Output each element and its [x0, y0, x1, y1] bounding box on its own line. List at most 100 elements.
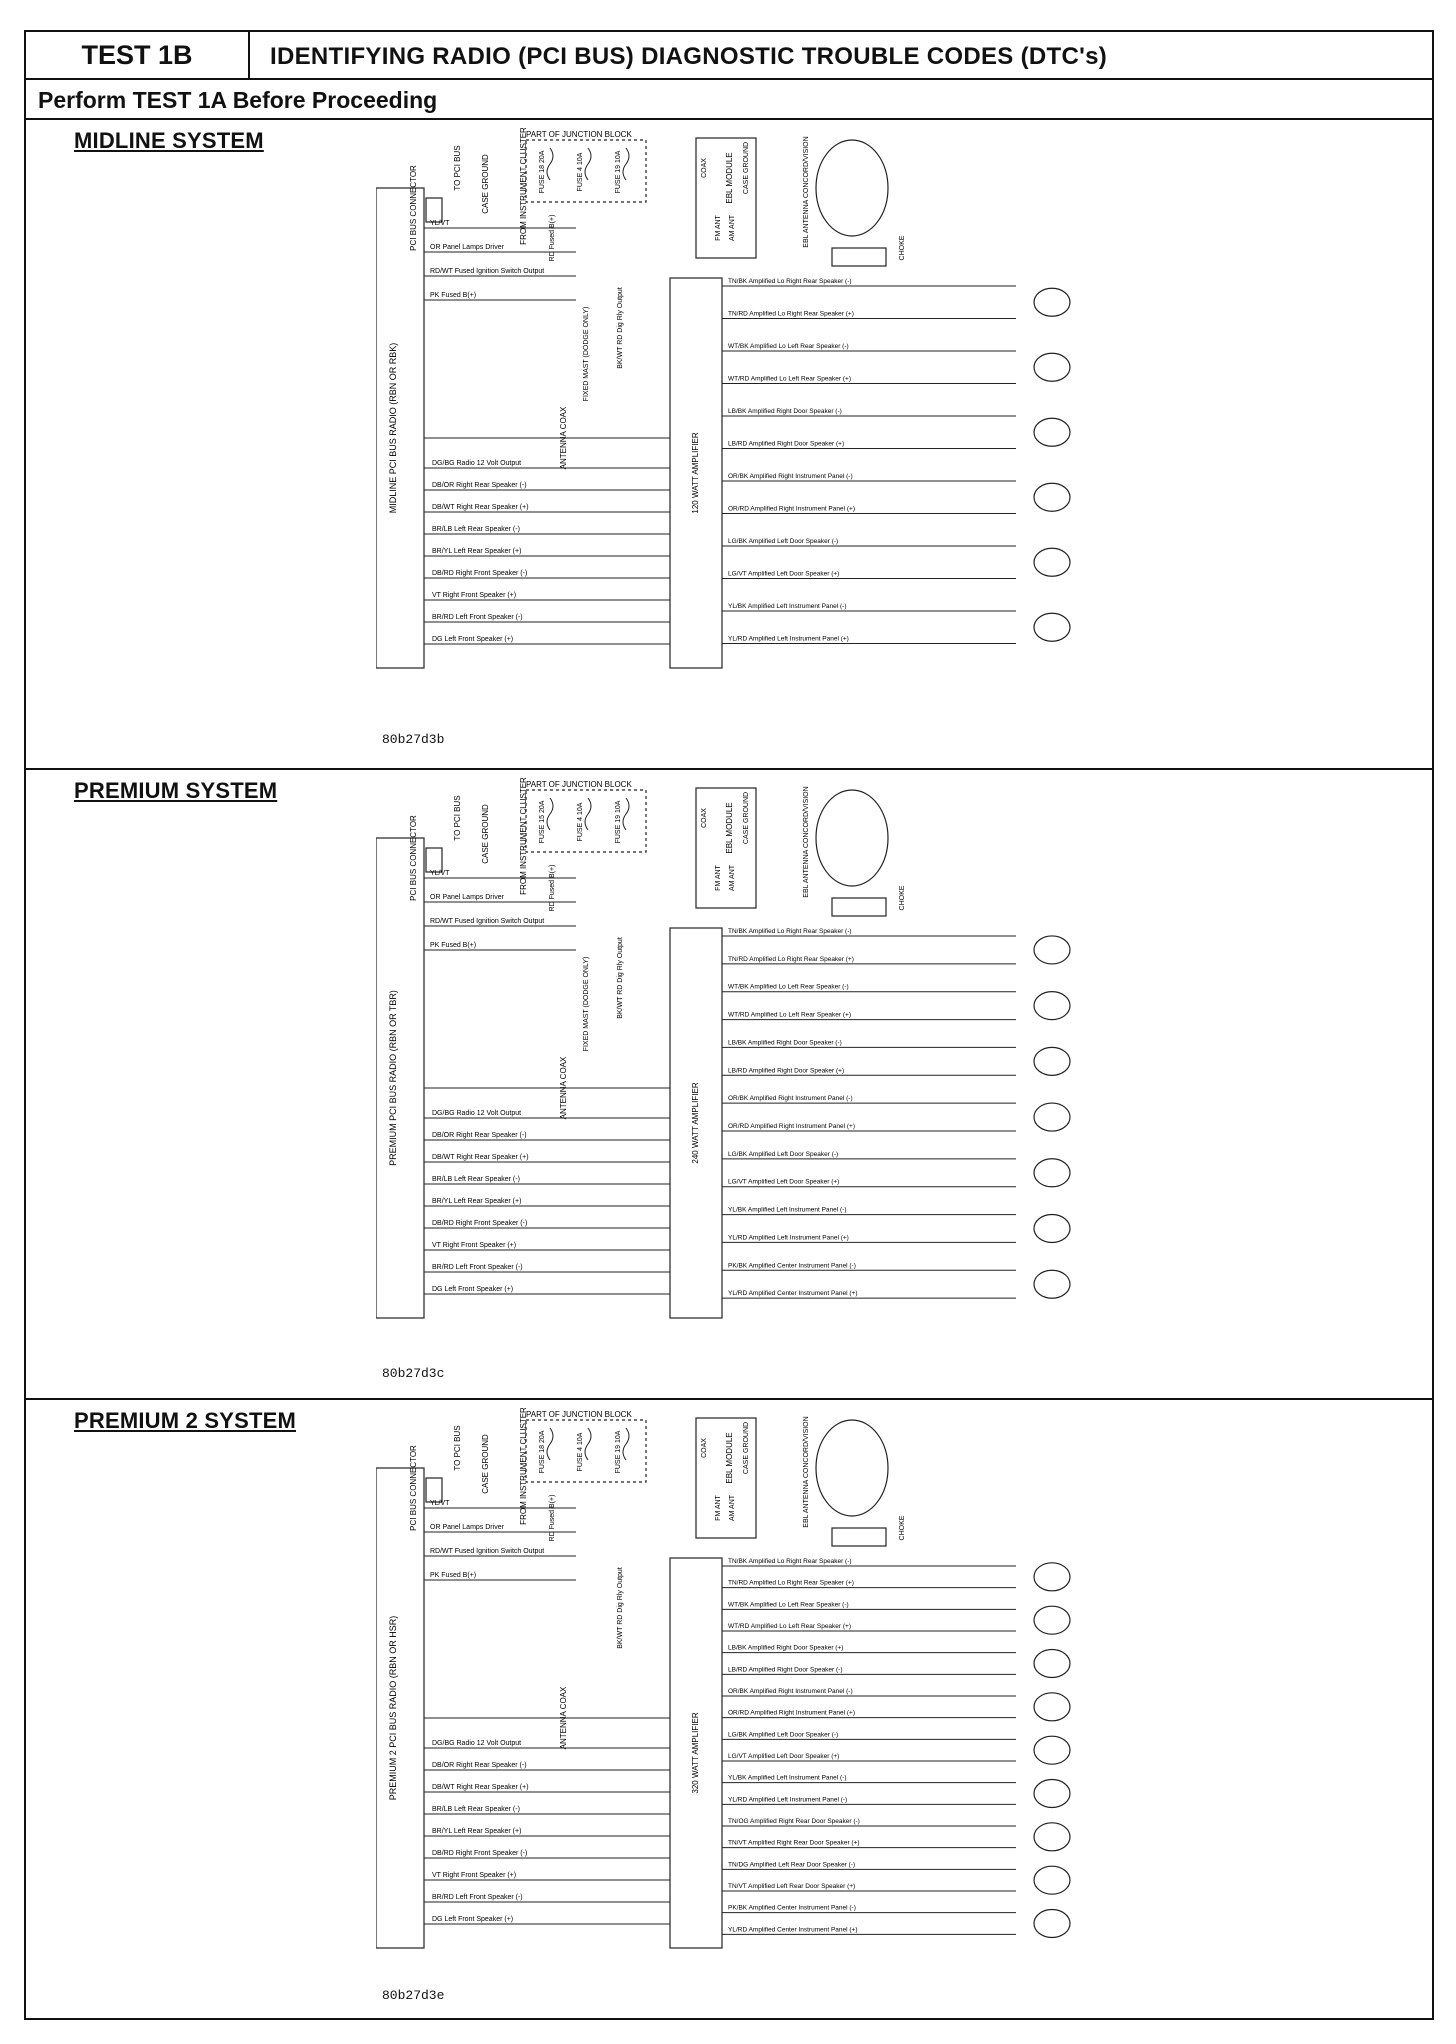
junction-block-label: PART OF JUNCTION BLOCK — [526, 1410, 632, 1419]
antenna-connector — [831, 247, 887, 267]
antenna-connector — [831, 897, 887, 917]
choke-label: CHOKE — [899, 885, 906, 910]
radio-label: MIDLINE PCI BUS RADIO (RBN OR RBK) — [388, 343, 398, 514]
figure-code: 80b27d3c — [382, 1366, 445, 1381]
radio-top-wire-label: YL/VT — [430, 220, 450, 227]
radio-box — [376, 837, 425, 1319]
radio-top-wire-label: RD/WT Fused Ignition Switch Output — [430, 268, 544, 275]
pci-connector-box — [425, 1477, 443, 1503]
case-ground-label: CASE GROUND — [481, 804, 490, 864]
radio-top-wire-label: RD/WT Fused Ignition Switch Output — [430, 1548, 544, 1555]
speaker-icon — [1033, 935, 1071, 965]
speaker-wire-label: LG/BK Amplified Left Door Speaker (-) — [728, 538, 838, 545]
section-title: PREMIUM SYSTEM — [74, 778, 278, 803]
speaker-wire-label: TN/BK Amplified Lo Right Rear Speaker (-… — [728, 928, 852, 935]
speaker-wire-label: TN/BK Amplified Lo Right Rear Speaker (-… — [728, 1558, 852, 1565]
speaker-icon — [1033, 1562, 1071, 1592]
speaker-wire-label: WT/BK Amplified Lo Left Rear Speaker (-) — [728, 984, 849, 991]
speaker-icon — [1033, 482, 1071, 512]
speaker-wire-label: LG/VT Amplified Left Door Speaker (+) — [728, 571, 839, 578]
speaker-wire-label: TN/BK Amplified Lo Right Rear Speaker (-… — [728, 278, 852, 285]
speaker-icon — [1033, 1102, 1071, 1132]
radio-c1-wire-label: DG/BG Radio 12 Volt Output — [432, 1740, 521, 1747]
fuse-symbol — [584, 1427, 592, 1461]
fused-b-label: RD Fused B(+) — [549, 215, 556, 262]
fused-b-label: RD Fused B(+) — [549, 1495, 556, 1542]
section-title: PREMIUM 2 SYSTEM — [74, 1408, 297, 1433]
section-premium: PREMIUM SYSTEM PREMIUM PCI BUS RADIO (RB… — [26, 770, 1432, 1400]
radio-c1-wire-label: BR/RD Left Front Speaker (-) — [432, 1264, 523, 1271]
ebl-item-label: COAX — [701, 808, 708, 828]
junction-block-label: PART OF JUNCTION BLOCK — [526, 130, 632, 139]
fuse-symbol — [584, 797, 592, 831]
junction-block-box — [525, 1419, 647, 1483]
amp-relay-label: BK/WT RD Dig Rly Output — [617, 287, 624, 369]
radio-c1-wire-label: DB/OR Right Rear Speaker (-) — [432, 1762, 527, 1769]
from-cluster-label: FROM INSTRUMENT CLUSTER — [519, 778, 528, 895]
ebl-item-label: CASE GROUND — [743, 1422, 750, 1474]
speaker-wire-label: PK/BK Amplified Center Instrument Panel … — [728, 1262, 856, 1269]
speaker-wire-label: OR/RD Amplified Right Instrument Panel (… — [728, 1710, 855, 1717]
speaker-wire-label: YL/RD Amplified Center Instrument Panel … — [728, 1926, 858, 1933]
radio-c1-wire-label: BR/RD Left Front Speaker (-) — [432, 1894, 523, 1901]
speaker-wire-label: TN/DG Amplified Left Rear Door Speaker (… — [728, 1861, 855, 1868]
radio-top-wire-label: YL/VT — [430, 870, 450, 877]
speaker-wire-label: LG/VT Amplified Left Door Speaker (+) — [728, 1753, 839, 1760]
junction-block-box — [525, 789, 647, 853]
speaker-wire-label: YL/RD Amplified Left Instrument Panel (-… — [728, 1796, 847, 1803]
speaker-icon — [1033, 417, 1071, 447]
section-title: MIDLINE SYSTEM — [74, 128, 264, 153]
ebl-item-label: FM ANT — [715, 1494, 722, 1520]
ebl-module-box — [695, 137, 757, 259]
speaker-icon — [1033, 1692, 1071, 1722]
test-title: IDENTIFYING RADIO (PCI BUS) DIAGNOSTIC T… — [270, 43, 1108, 70]
ebl-module-label: EBL MODULE — [725, 152, 734, 203]
amplifier-label: 240 WATT AMPLIFIER — [691, 1082, 700, 1163]
pci-connector-label: PCI BUS CONNECTOR — [409, 165, 418, 251]
radio-top-wire-label: PK Fused B(+) — [430, 942, 476, 949]
speaker-wire-label: YL/BK Amplified Left Instrument Panel (-… — [728, 603, 847, 610]
test-header: TEST 1B IDENTIFYING RADIO (PCI BUS) DIAG… — [26, 32, 1432, 80]
speaker-wire-label: LB/BK Amplified Right Door Speaker (-) — [728, 408, 842, 415]
speaker-wire-label: OR/BK Amplified Right Instrument Panel (… — [728, 473, 853, 480]
radio-top-wire-label: OR Panel Lamps Driver — [430, 894, 505, 901]
fused-b-label: RD Fused B(+) — [549, 865, 556, 912]
fixed-mast-label: FIXED MAST (DODGE ONLY) — [583, 957, 590, 1052]
speaker-wire-label: TN/VT Amplified Left Rear Door Speaker (… — [728, 1883, 855, 1890]
speaker-wire-label: TN/RD Amplified Lo Right Rear Speaker (+… — [728, 311, 854, 318]
radio-c1-wire-label: BR/YL Left Rear Speaker (+) — [432, 1198, 521, 1205]
amp-relay-label: BK/WT RD Dig Rly Output — [617, 1567, 624, 1649]
radio-top-wire-label: YL/VT — [430, 1500, 450, 1507]
radio-top-wire-label: OR Panel Lamps Driver — [430, 1524, 505, 1531]
ebl-antenna-label: EBL ANTENNA CONCORD/VISION — [803, 1416, 810, 1527]
fuse-label: FUSE 19 10A — [615, 150, 622, 193]
speaker-wire-label: YL/RD Amplified Center Instrument Panel … — [728, 1290, 858, 1297]
wiring-diagram-premium: PREMIUM PCI BUS RADIO (RBN OR TBR)PCI BU… — [376, 778, 1071, 1319]
ebl-item-label: CASE GROUND — [743, 142, 750, 194]
ebl-module-box — [695, 787, 757, 909]
ebl-antenna-shape — [815, 1419, 889, 1517]
speaker-icon — [1033, 352, 1071, 382]
radio-top-wire-label: RD/WT Fused Ignition Switch Output — [430, 918, 544, 925]
fixed-mast-label: FIXED MAST (DODGE ONLY) — [583, 307, 590, 402]
amplifier-box — [669, 927, 723, 1319]
fuse-symbol — [622, 1427, 630, 1461]
radio-c1-wire-label: DG Left Front Speaker (+) — [432, 1286, 513, 1293]
speaker-wire-label: TN/OG Amplified Right Rear Door Speaker … — [728, 1818, 860, 1825]
speaker-wire-label: YL/RD Amplified Left Instrument Panel (+… — [728, 1234, 849, 1241]
speaker-wire-label: LG/BK Amplified Left Door Speaker (-) — [728, 1151, 838, 1158]
speaker-icon — [1033, 1735, 1071, 1765]
choke-label: CHOKE — [899, 235, 906, 260]
radio-c1-wire-label: VT Right Front Speaker (+) — [432, 592, 516, 599]
to-pci-bus-label: TO PCI BUS — [453, 1425, 462, 1470]
speaker-wire-label: LB/RD Amplified Right Door Speaker (-) — [728, 1666, 843, 1673]
fuse-label: FUSE 19 10A — [615, 1430, 622, 1473]
fuse-label: FUSE 19 10A — [615, 800, 622, 843]
section-midline: MIDLINE SYSTEM MIDLINE PCI BUS RADIO (RB… — [26, 120, 1432, 770]
speaker-wire-label: LG/VT Amplified Left Door Speaker (+) — [728, 1179, 839, 1186]
speaker-icon — [1033, 991, 1071, 1021]
prerequisite-note: Perform TEST 1A Before Proceeding — [26, 80, 1432, 120]
radio-c1-wire-label: BR/LB Left Rear Speaker (-) — [432, 1176, 520, 1183]
ebl-antenna-shape — [815, 139, 889, 237]
wiring-diagram-midline: MIDLINE PCI BUS RADIO (RBN OR RBK) PCI BU… — [376, 128, 1071, 669]
